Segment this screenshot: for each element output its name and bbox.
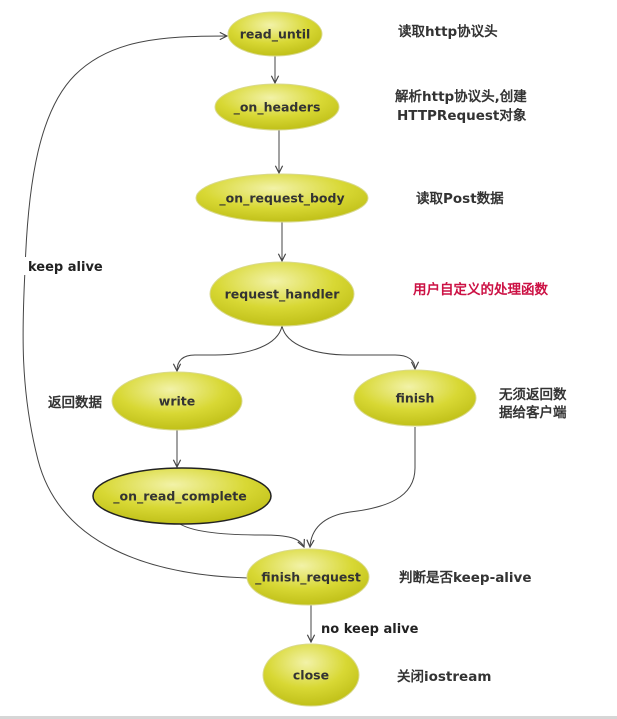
node-on-request-body: _on_request_body <box>195 173 369 223</box>
bottom-border <box>0 716 617 719</box>
annotation-on-headers-line-1: 解析http协议头,创建 <box>395 88 527 105</box>
edges <box>22 36 416 642</box>
keep-alive-label: keep alive <box>28 260 103 275</box>
node-write-shape <box>111 371 243 431</box>
node-finish-request-label: _finish_request <box>255 570 361 586</box>
annotation-on-headers-line-2: HTTPRequest对象 <box>397 107 527 124</box>
node-write: write <box>111 371 243 431</box>
annotation-close: 关闭iostream <box>397 668 491 685</box>
edge-on-read-complete-to-finish-request <box>179 523 304 547</box>
node-on-read-complete-label: _on_read_complete <box>113 489 246 505</box>
node-on-request-body-label: _on_request_body <box>219 191 344 207</box>
annotation-read-until: 读取http协议头 <box>398 23 498 40</box>
node-finish-request-shape <box>246 548 370 606</box>
keep-alive-label-background <box>22 257 104 275</box>
node-on-headers-label: _on_headers <box>234 100 321 116</box>
node-on-read-complete-shape <box>92 467 272 525</box>
node-close-label: close <box>293 668 329 683</box>
node-read-until: read_until <box>227 11 323 57</box>
node-finish: finish <box>353 369 477 427</box>
annotation-request-handler: 用户自定义的处理函数 <box>413 281 548 298</box>
node-on-headers-shape <box>214 83 340 131</box>
nodes: read_until _on_headers _on_request_body … <box>92 11 477 707</box>
annotation-finish-request: 判断是否keep-alive <box>399 569 532 586</box>
node-close-shape <box>262 643 360 707</box>
node-on-headers: _on_headers <box>214 83 340 131</box>
node-finish-shape <box>353 369 477 427</box>
edge-finish-to-finish-request <box>310 427 416 547</box>
node-close: close <box>262 643 360 707</box>
annotation-on-request-body: 读取Post数据 <box>416 190 504 207</box>
node-read-until-shape <box>227 11 323 57</box>
node-request-handler: request_handler <box>209 261 355 327</box>
annotations: 读取http协议头 解析http协议头,创建 HTTPRequest对象 读取P… <box>48 23 567 685</box>
node-read-until-label: read_until <box>240 27 311 43</box>
node-on-read-complete: _on_read_complete <box>92 467 272 525</box>
node-on-request-body-shape <box>195 173 369 223</box>
node-request-handler-label: request_handler <box>225 287 341 303</box>
node-request-handler-shape <box>209 261 355 327</box>
edge-request-handler-to-write <box>177 325 283 371</box>
no-keep-alive-label: no keep alive <box>321 622 419 637</box>
node-finish-request: _finish_request <box>246 548 370 606</box>
edge-keep-alive-loop <box>22 36 249 579</box>
node-finish-label: finish <box>396 391 435 406</box>
node-write-label: write <box>159 394 195 409</box>
annotation-finish-line-1: 无须返回数 <box>498 386 567 403</box>
edge-labels: keep alive no keep alive <box>22 257 419 637</box>
annotation-finish-line-2: 据给客户端 <box>499 404 567 421</box>
edge-request-handler-to-finish <box>281 325 415 369</box>
annotation-write: 返回数据 <box>48 394 102 411</box>
